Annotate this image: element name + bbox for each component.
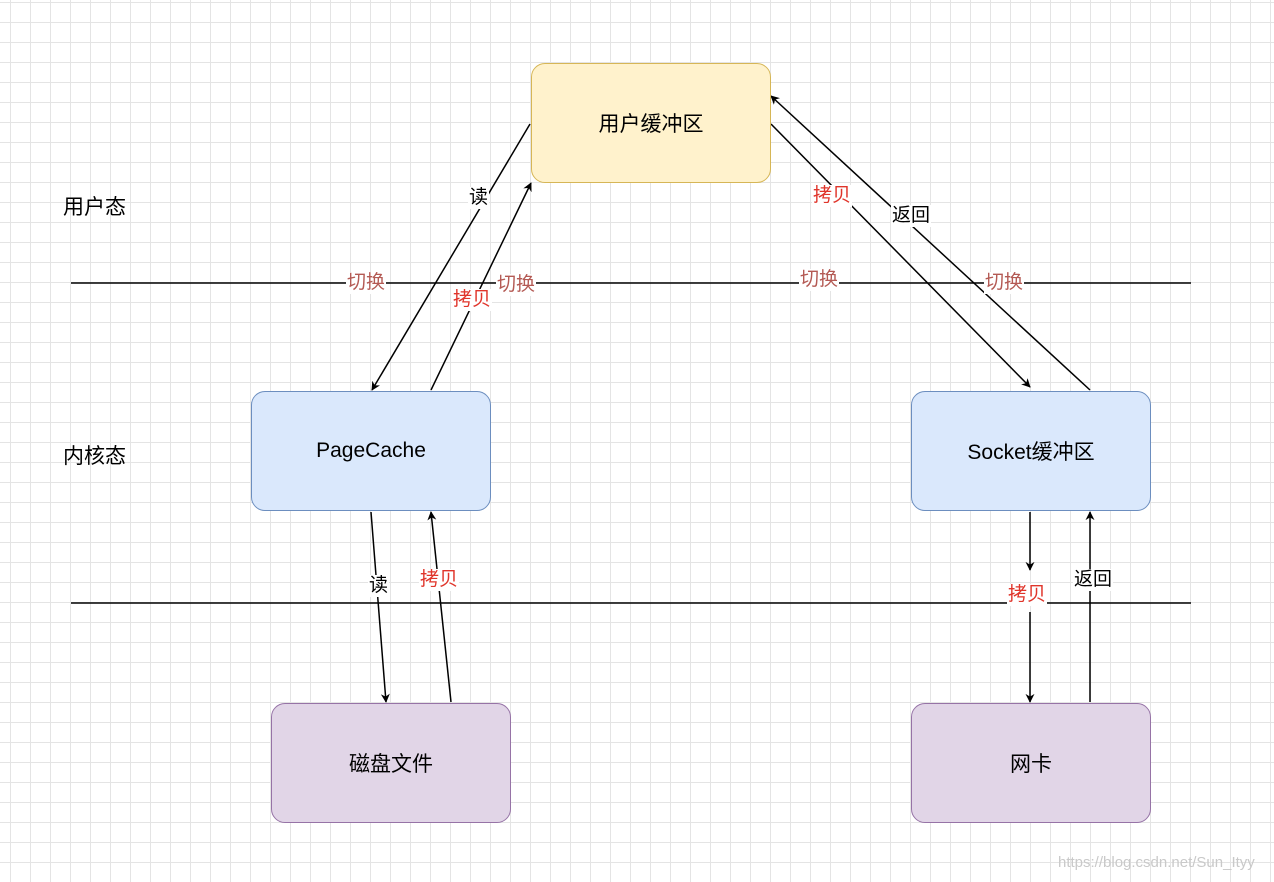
pagecache-label: PageCache: [316, 439, 426, 462]
switch-label-4: 切换: [984, 272, 1025, 294]
edge-disk-to-pagecache: [427, 511, 452, 703]
user-buffer-node: 用户缓冲区: [531, 63, 771, 183]
user-mode-label: 用户态: [63, 196, 126, 219]
switch-label-1: 切换: [346, 272, 387, 294]
edge-label-read-lower: 读: [368, 575, 390, 597]
nic-label: 网卡: [1010, 753, 1052, 776]
edge-label-copy-lower-right: 拷贝: [1007, 584, 1048, 606]
edge-label-return-lower: 返回: [1073, 569, 1114, 591]
edge-user-to-pagecache: [371, 123, 531, 391]
watermark: https://blog.csdn.net/Sun_Ityy: [1058, 854, 1255, 871]
disk-file-node: 磁盘文件: [271, 703, 511, 823]
edge-socket-to-user: [770, 95, 1091, 391]
edge-label-return-upper: 返回: [891, 205, 932, 227]
edge-label-copy-upper-right: 拷贝: [812, 185, 853, 207]
socket-buffer-label: Socket缓冲区: [967, 441, 1095, 464]
pagecache-node: PageCache: [251, 391, 491, 511]
user-buffer-label: 用户缓冲区: [598, 113, 704, 136]
edge-label-read-upper: 读: [468, 187, 490, 209]
switch-label-2: 切换: [496, 274, 537, 296]
switch-label-3: 切换: [799, 269, 840, 291]
kernel-mode-label: 内核态: [63, 445, 126, 468]
socket-buffer-node: Socket缓冲区: [911, 391, 1151, 511]
edge-label-copy-upper-left: 拷贝: [452, 289, 493, 311]
edge-pagecache-to-disk: [370, 511, 390, 703]
edge-label-copy-lower-left: 拷贝: [419, 569, 460, 591]
edge-pagecache-to-user: [430, 182, 532, 391]
disk-file-label: 磁盘文件: [349, 753, 433, 776]
edge-user-to-socket: [770, 123, 1031, 388]
nic-node: 网卡: [911, 703, 1151, 823]
